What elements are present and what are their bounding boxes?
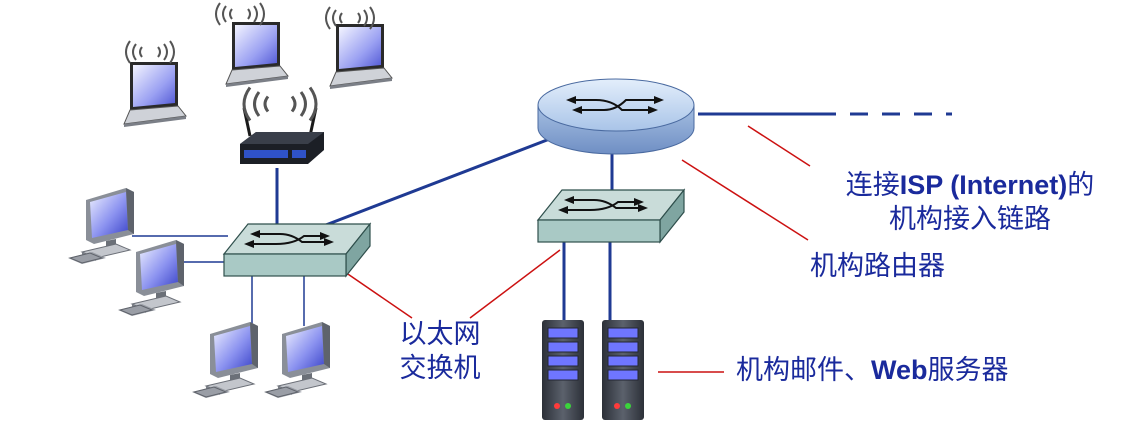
server-icon — [601, 319, 645, 421]
institutional-servers — [541, 319, 645, 421]
institutional-router-label: 机构路由器 — [810, 251, 945, 282]
callout-isp-link — [747, 125, 811, 167]
laptop-icon — [225, 21, 289, 88]
laptop-icon — [329, 23, 393, 90]
desktop-computer-icon — [263, 321, 331, 399]
network-links — [132, 112, 952, 326]
ethernet-switch-icon — [223, 223, 371, 277]
wired-desktops — [67, 187, 331, 399]
desktop-computer-icon — [117, 239, 185, 317]
isp-access-link-line1: 连接ISP (Internet)的 — [845, 170, 1095, 201]
wifi-waves-icon — [242, 86, 318, 122]
desktop-computer-icon — [67, 187, 135, 265]
isp-access-link-line2: 机构接入链路 — [889, 204, 1051, 235]
callout-switch-right — [469, 249, 561, 319]
callout-router — [681, 159, 809, 241]
wifi-waves-icon — [125, 40, 175, 64]
isp-access-link-label: 连接ISP (Internet)的 机构接入链路 — [820, 168, 1120, 237]
ethernet-switch-icon — [537, 189, 685, 243]
ethernet-switch-line1: 以太网 — [399, 319, 481, 350]
callout-switch-left — [341, 269, 413, 319]
callout-lines — [341, 125, 811, 373]
wifi-waves-icon — [215, 2, 265, 26]
desktop-computer-icon — [191, 321, 259, 399]
router-icon — [537, 78, 695, 155]
laptop-icon — [123, 61, 187, 128]
server-icon — [541, 319, 585, 421]
ethernet-switch-line2: 交换机 — [399, 353, 481, 384]
wireless-laptops — [123, 2, 393, 128]
link-switch-router — [317, 133, 561, 230]
servers-label: 机构邮件、Web服务器 — [736, 355, 1009, 386]
ethernet-switch-label: 以太网 交换机 — [370, 318, 510, 386]
